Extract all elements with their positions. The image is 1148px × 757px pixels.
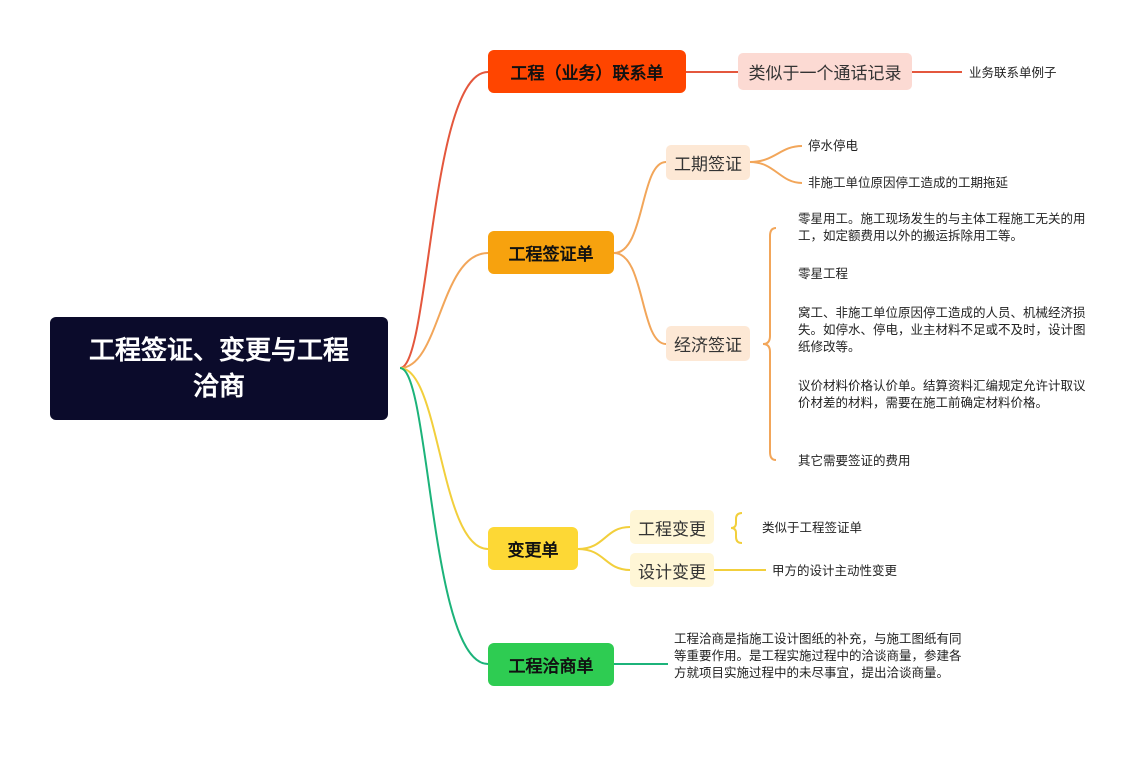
leaf-lingxing-yonggong[interactable]: 零星用工。施工现场发生的与主体工程施工无关的用工，如定额费用以外的搬运拆除用工等… xyxy=(798,211,1086,243)
connector-gongqi-leaf1 xyxy=(749,145,803,163)
subtopic-jingji-qianzheng[interactable]: 经济签证 xyxy=(666,326,750,361)
leaf-qita-feiyong[interactable]: 其它需要签证的费用 xyxy=(798,453,911,468)
subtopic-sheji-biangeng[interactable]: 设计变更 xyxy=(630,553,714,587)
subtopic-tonghua-jilu[interactable]: 类似于一个通话记录 xyxy=(738,53,912,90)
branch-biangengdan[interactable]: 变更单 xyxy=(488,527,578,570)
branch-gongcheng-qiashangdan[interactable]: 工程洽商单 xyxy=(488,643,614,686)
connector-gongqi-leaf2 xyxy=(749,161,803,184)
connector-root-branch3 xyxy=(399,367,489,550)
leaf-jiafang-biangeng[interactable]: 甲方的设计主动性变更 xyxy=(772,563,898,578)
leaf-leisi-qianzhengdan[interactable]: 类似于工程签证单 xyxy=(762,520,863,535)
leaf-tingshui-tingdian[interactable]: 停水停电 xyxy=(808,138,859,153)
branch-gongcheng-lianxidan[interactable]: 工程（业务）联系单 xyxy=(488,50,686,93)
subtopic-gongcheng-biangeng[interactable]: 工程变更 xyxy=(630,510,714,544)
connector-root-branch2 xyxy=(399,252,489,369)
leaf-lingxing-gongcheng[interactable]: 零星工程 xyxy=(798,266,849,281)
connector-branch2-child2 xyxy=(613,252,667,345)
leaf-wogong[interactable]: 窝工、非施工单位原因停工造成的人员、机械经济损失。如停水、停电，业主材料不足或不… xyxy=(798,305,1086,354)
leaf-lianxidan-example[interactable]: 业务联系单例子 xyxy=(969,65,1057,80)
subtopic-gongqi-qianzheng[interactable]: 工期签证 xyxy=(666,145,750,180)
jingji-brace xyxy=(762,227,777,461)
leaf-yijia-cailiao[interactable]: 议价材料价格认价单。结算资料汇编规定允许计取议价材差的材料，需要在施工前确定材料… xyxy=(798,378,1086,410)
connector-root-branch4 xyxy=(399,367,489,665)
connector-branch3-child2 xyxy=(577,548,631,571)
root-topic[interactable]: 工程签证、变更与工程洽商 xyxy=(50,317,388,420)
connector-branch3-child1 xyxy=(577,526,631,550)
connector-root-branch1 xyxy=(399,71,489,369)
leaf-gongqi-tuoyan[interactable]: 非施工单位原因停工造成的工期拖延 xyxy=(808,175,1009,190)
branch-gongcheng-qianzhengdan[interactable]: 工程签证单 xyxy=(488,231,614,274)
leaf-qiashang-definition[interactable]: 工程洽商是指施工设计图纸的补充，与施工图纸有同等重要作用。是工程实施过程中的洽谈… xyxy=(674,631,962,680)
biangeng-brace xyxy=(730,512,743,544)
connector-branch2-child1 xyxy=(613,161,667,254)
